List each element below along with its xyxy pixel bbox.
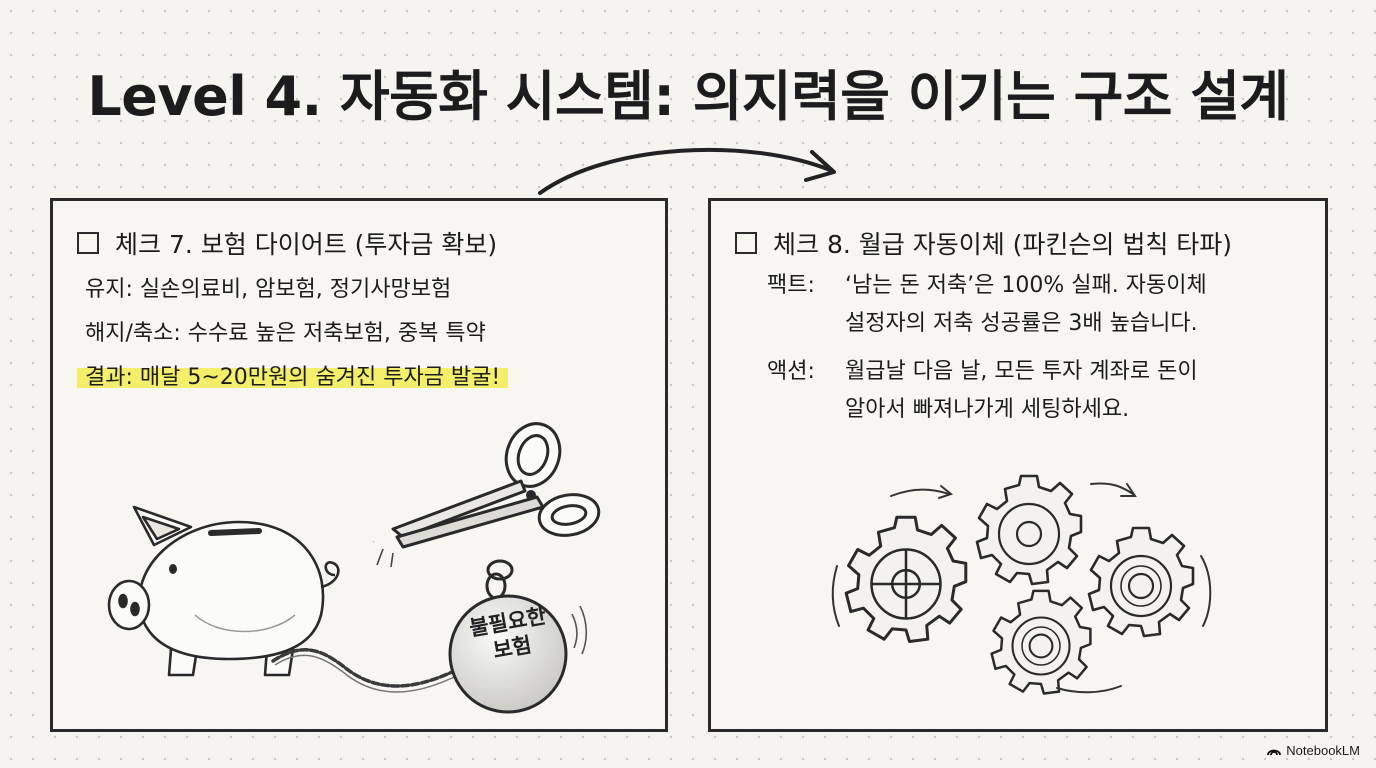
arrow-icon	[538, 147, 836, 195]
auto-transfer-heading-text: 체크 8. 월급 자동이체 (파킨슨의 법칙 타파)	[773, 230, 1233, 259]
brand-label: NotebookLM	[1286, 743, 1360, 758]
cancel-line: 해지/축소: 수수료 높은 저축보험, 중복 특약	[85, 321, 486, 346]
insurance-diet-panel: 체크 7. 보험 다이어트 (투자금 확보) 유지: 실손의료비, 암보험, 정…	[50, 198, 668, 732]
notebooklm-logo-icon	[1267, 749, 1282, 755]
action-row: 액션: 월급날 다음 날, 모든 투자 계좌로 돈이 알아서 빠져나가게 세팅하…	[767, 353, 1198, 429]
fact-line-1: ‘남는 돈 저축’은 100% 실패. 자동이체	[845, 273, 1207, 298]
piggy-bank-icon	[107, 505, 340, 677]
fact-line-2: 설정자의 저축 성공률은 3배 높습니다.	[845, 311, 1198, 336]
brand-watermark: NotebookLM	[1267, 743, 1360, 758]
action-line-1: 월급날 다음 날, 모든 투자 계좌로 돈이	[845, 359, 1198, 384]
insurance-heading: 체크 7. 보험 다이어트 (투자금 확보)	[77, 225, 497, 261]
page-title: Level 4. 자동화 시스템: 의지력을 이기는 구조 설계	[87, 65, 1289, 128]
fact-row: 팩트: ‘남는 돈 저축’은 100% 실패. 자동이체 설정자의 저축 성공률…	[767, 267, 1207, 343]
checkbox-check-8[interactable]	[735, 232, 757, 254]
keep-line: 유지: 실손의료비, 암보험, 정기사망보험	[85, 277, 452, 302]
action-label: 액션:	[767, 359, 815, 384]
rope-icon	[271, 648, 475, 693]
result-line: 결과: 매달 5~20만원의 숨겨진 투자금 발굴!	[77, 359, 509, 391]
ball-and-chain-icon	[448, 559, 588, 714]
auto-transfer-panel: 체크 8. 월급 자동이체 (파킨슨의 법칙 타파) 팩트: ‘남는 돈 저축’…	[708, 198, 1328, 732]
scissors-icon	[373, 422, 601, 568]
action-line-2: 알아서 빠져나가게 세팅하세요.	[845, 397, 1130, 422]
checkbox-check-7[interactable]	[77, 232, 99, 254]
gears-icon	[831, 474, 1212, 695]
result-highlight: 결과: 매달 5~20만원의 숨겨진 투자금 발굴!	[77, 365, 509, 390]
auto-transfer-heading: 체크 8. 월급 자동이체 (파킨슨의 법칙 타파)	[735, 225, 1232, 261]
fact-label: 팩트:	[767, 273, 815, 298]
insurance-heading-text: 체크 7. 보험 다이어트 (투자금 확보)	[115, 230, 498, 259]
